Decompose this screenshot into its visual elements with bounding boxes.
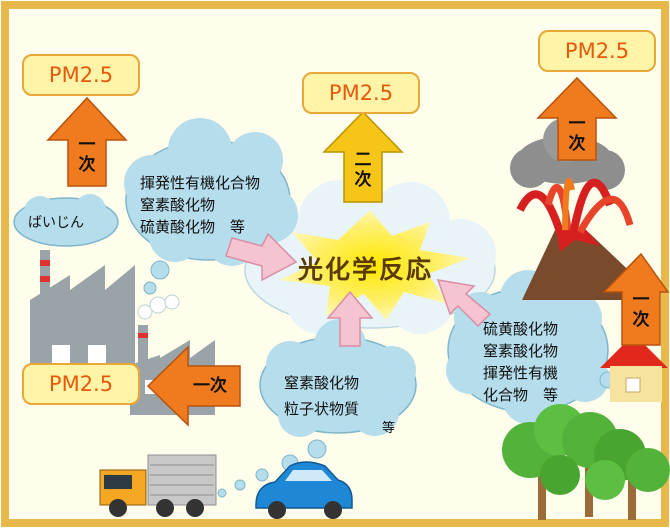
primary-label-factory: 一次	[78, 135, 96, 175]
primary-arrow-factory	[46, 96, 128, 187]
pm25-box-center: PM2.5	[302, 72, 420, 114]
car-cloud-line2: 粒子状物質	[284, 400, 360, 418]
house-icon	[600, 334, 668, 402]
nature-cloud-text: 硫黄酸化物 窒素酸化物 揮発性有機 化合物 等	[483, 318, 558, 406]
pink-arrow-car	[326, 290, 374, 347]
primary-label-house: 一次	[632, 290, 650, 330]
primary-arrow-house	[602, 252, 670, 346]
pm25-box-vehicle: PM2.5	[22, 363, 140, 405]
pm25-box-factory: PM2.5	[22, 54, 140, 96]
baijin-label: ばいじん	[28, 215, 84, 231]
primary-arrow-volcano	[536, 76, 618, 161]
pm25-box-volcano: PM2.5	[538, 30, 656, 72]
factory-cloud-line1: 揮発性有機化合物	[140, 174, 261, 192]
photochemical-reaction-label: 光化学反応	[298, 255, 434, 284]
nature-cloud-line4: 化合物 等	[483, 386, 559, 404]
primary-label-volcano: 一次	[568, 114, 586, 154]
nature-cloud-line1: 硫黄酸化物	[483, 320, 559, 338]
car-icon	[255, 461, 353, 519]
factory-cloud	[124, 118, 298, 295]
baijin-cloud	[13, 194, 119, 247]
car-cloud-line1: 窒素酸化物	[284, 374, 360, 392]
nature-cloud-line3: 揮発性有機	[483, 364, 559, 382]
factory-cloud-line3: 硫黄酸化物 等	[140, 218, 246, 236]
reaction-starburst	[280, 210, 470, 320]
primary-label-vehicle: 一次	[193, 376, 227, 396]
secondary-arrow-center	[322, 110, 404, 203]
truck-icon	[99, 454, 217, 517]
tree-icon	[502, 404, 670, 520]
car-cloud-etc: 等	[382, 421, 396, 436]
factory-cloud-line2: 窒素酸化物	[140, 196, 216, 214]
secondary-label-center: 二次	[354, 150, 372, 190]
factory-cloud-text: 揮発性有機化合物 窒素酸化物 硫黄酸化物 等	[140, 172, 260, 238]
pink-arrow-nature	[436, 279, 492, 328]
car-cloud	[217, 319, 417, 498]
primary-arrow-car	[146, 345, 241, 427]
nature-cloud-line2: 窒素酸化物	[483, 342, 559, 360]
car-cloud-text: 窒素酸化物 粒子状物質	[284, 372, 359, 420]
pink-arrow-factory	[225, 232, 298, 282]
